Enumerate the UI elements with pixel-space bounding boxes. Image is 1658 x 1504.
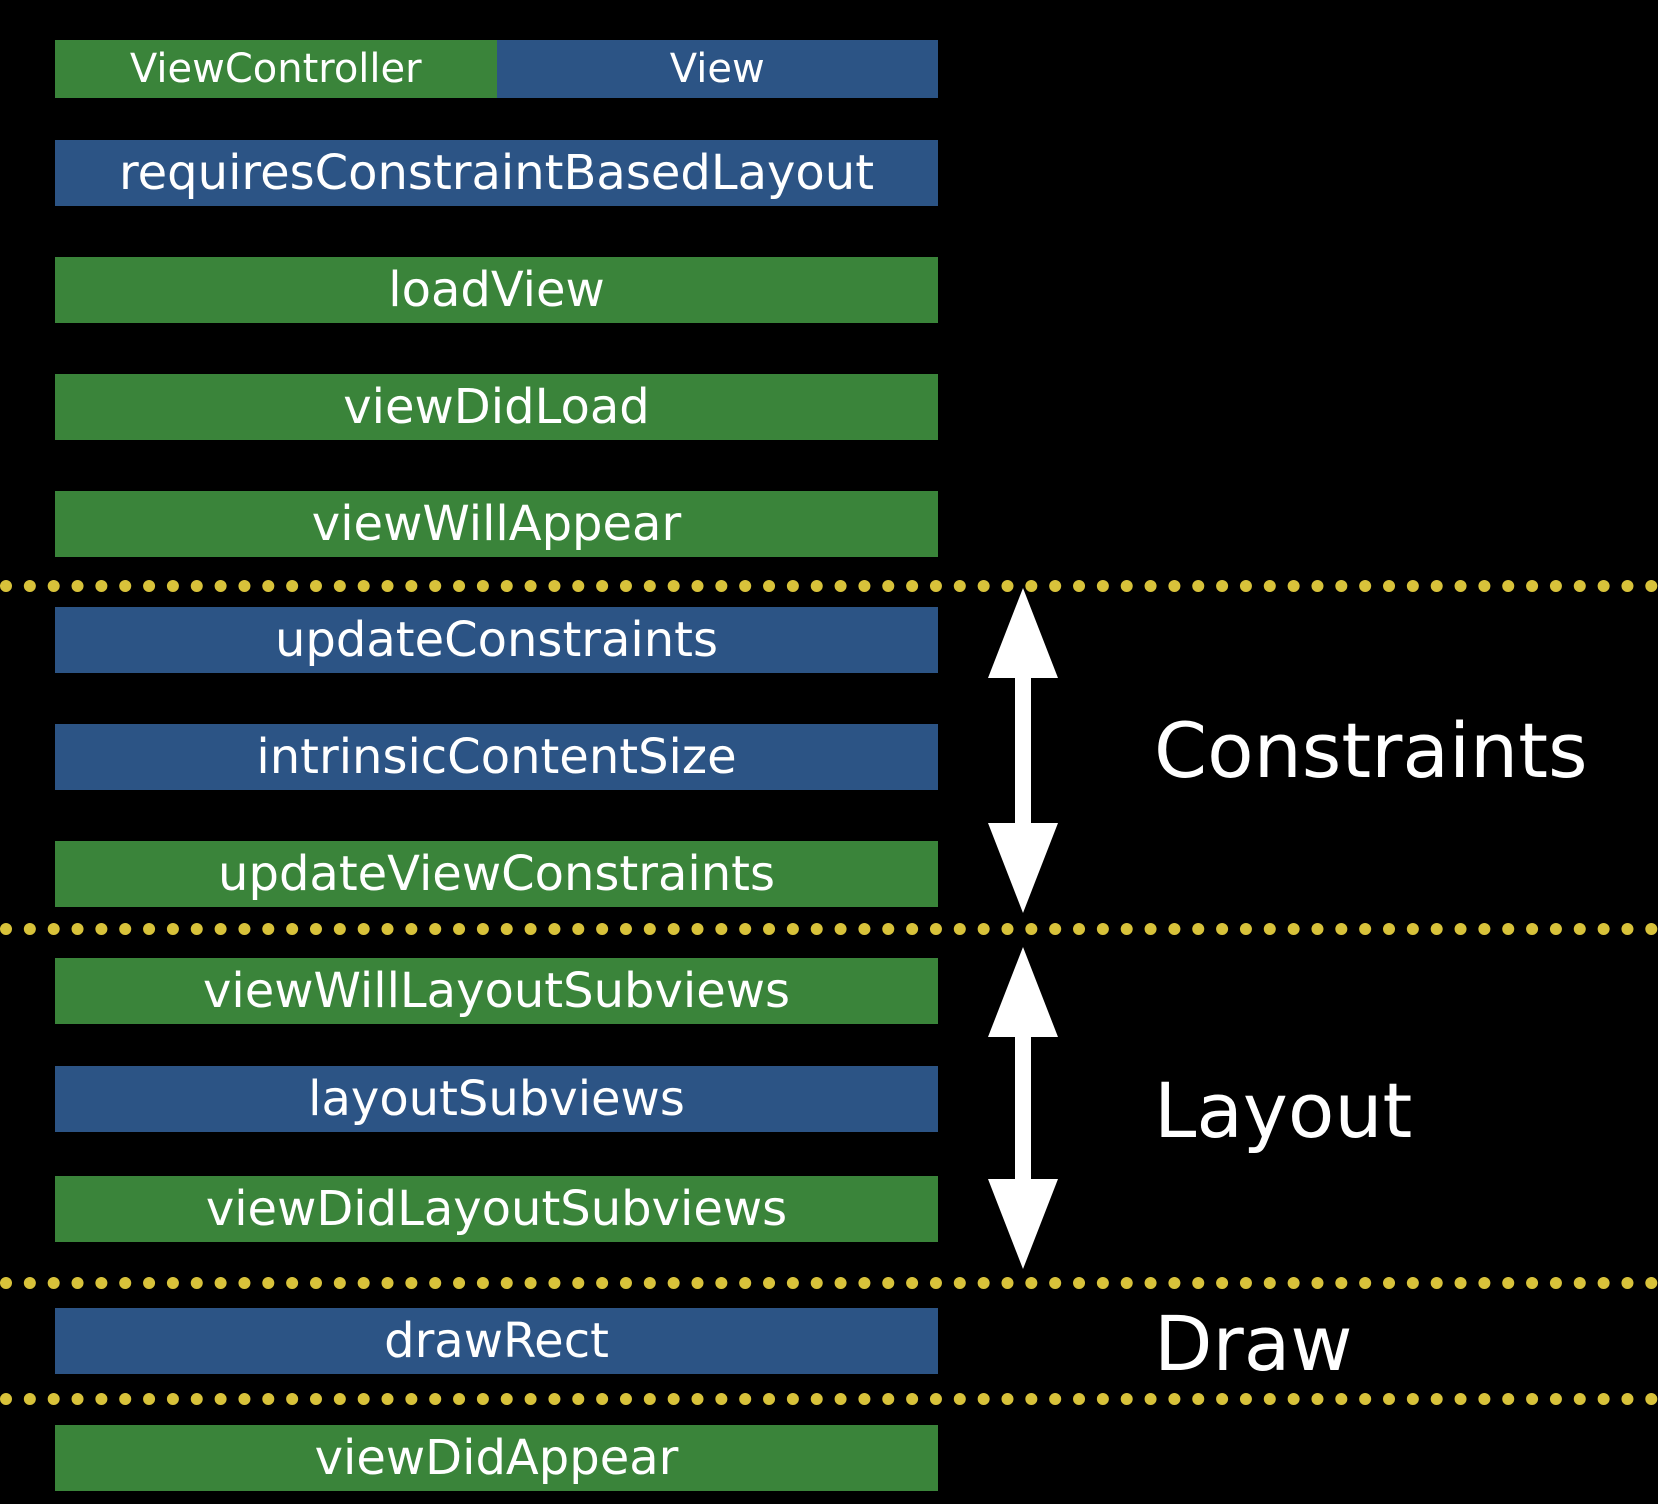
step-draw-rect: drawRect — [55, 1308, 938, 1374]
step-view-did-appear: viewDidAppear — [55, 1425, 938, 1491]
step-load-view: loadView — [55, 257, 938, 323]
step-update-constraints: updateConstraints — [55, 607, 938, 673]
legend-view: View — [496, 40, 938, 98]
layout-double-arrow-icon — [988, 947, 1058, 1269]
separator-draw-bottom — [0, 1393, 1658, 1405]
phase-label-layout: Layout — [1154, 1066, 1413, 1155]
step-view-did-load: viewDidLoad — [55, 374, 938, 440]
phase-label-draw: Draw — [1154, 1299, 1353, 1388]
legend-viewcontroller: ViewController — [55, 40, 497, 98]
step-view-did-layout-subviews: viewDidLayoutSubviews — [55, 1176, 938, 1242]
step-requires-constraint-based-layout: requiresConstraintBasedLayout — [55, 140, 938, 206]
separator-draw-top — [0, 1277, 1658, 1289]
step-layout-subviews: layoutSubviews — [55, 1066, 938, 1132]
constraints-double-arrow-icon — [988, 588, 1058, 913]
legend: ViewController View — [55, 40, 938, 98]
separator-constraints-top — [0, 580, 1658, 592]
step-intrinsic-content-size: intrinsicContentSize — [55, 724, 938, 790]
step-view-will-appear: viewWillAppear — [55, 491, 938, 557]
phase-label-constraints: Constraints — [1154, 706, 1588, 795]
step-view-will-layout-subviews: viewWillLayoutSubviews — [55, 958, 938, 1024]
separator-layout-top — [0, 923, 1658, 935]
step-update-view-constraints: updateViewConstraints — [55, 841, 938, 907]
